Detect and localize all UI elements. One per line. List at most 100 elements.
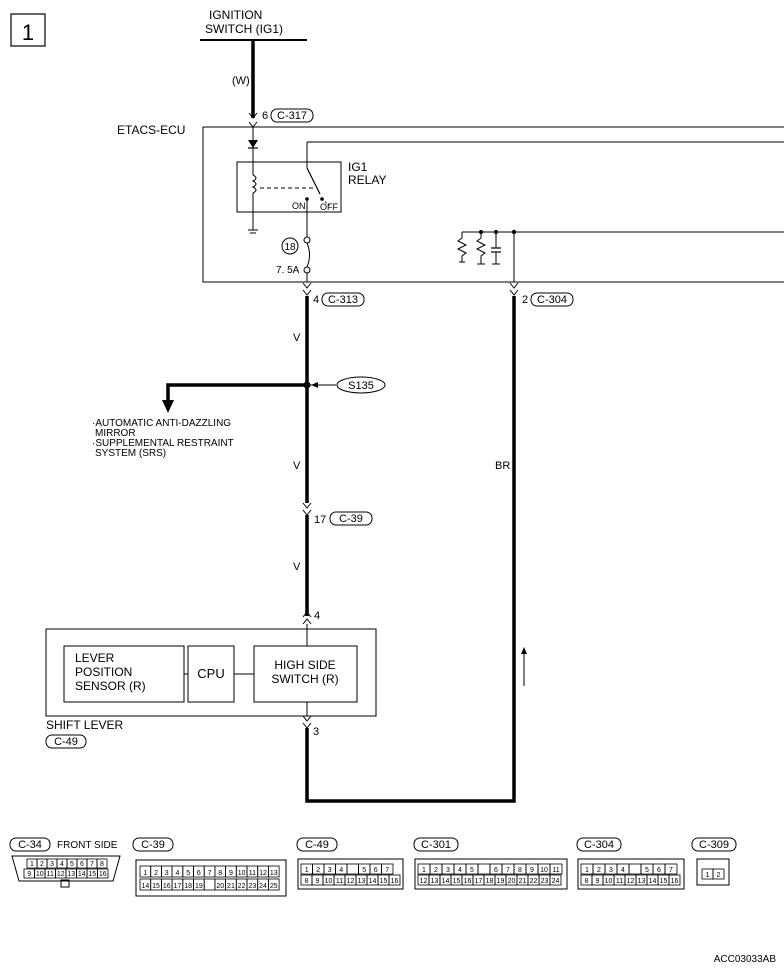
connector-pin-label: 9 xyxy=(530,867,534,874)
resistor-icon xyxy=(456,237,468,262)
c34-housing xyxy=(11,855,121,882)
connector-pin-label: 6 xyxy=(657,867,661,874)
connector-pin-label: 10 xyxy=(325,878,333,885)
connector-pin-cell xyxy=(712,868,725,880)
shift-out-pin: 3 xyxy=(313,726,319,738)
c304-view-name: C-304 xyxy=(584,839,614,851)
c39-pin: 17 xyxy=(314,514,326,526)
connector-pin-label: 18 xyxy=(486,878,494,885)
connector-pin-label: 8 xyxy=(218,870,222,877)
connector-pin-label: 3 xyxy=(446,867,450,874)
lever-sensor-l1: LEVER xyxy=(75,651,115,665)
connector-pin-label: 22 xyxy=(530,878,538,885)
connector-pin-label: 9 xyxy=(229,870,233,877)
wire-color-br: BR xyxy=(495,460,510,472)
c304-tag xyxy=(530,292,574,307)
connector-pin-label: 12 xyxy=(627,878,635,885)
connector-pin-cell xyxy=(549,874,562,886)
wire-color-v-2: V xyxy=(293,460,301,472)
connector-pin-label: 17 xyxy=(475,878,483,885)
c304-name: C-304 xyxy=(537,294,567,306)
connector-pin-label: 14 xyxy=(78,871,86,878)
c309-view-name: C-309 xyxy=(699,839,729,851)
high-side-l1: HIGH SIDE xyxy=(274,658,335,672)
connector-pin-label: 21 xyxy=(519,878,527,885)
c49-view-name: C-49 xyxy=(305,839,329,851)
connector-pin-label: 7 xyxy=(385,867,389,874)
connector-pin-label: 23 xyxy=(248,883,256,890)
connector-pin-label: 1 xyxy=(30,861,34,868)
connector-pin-label: 8 xyxy=(305,878,309,885)
connector-pin-label: 19 xyxy=(497,878,505,885)
ignition-switch-label-1: IGNITION xyxy=(209,8,262,22)
connector-pin-cell xyxy=(388,874,401,886)
connector-pin-label: 7 xyxy=(669,867,673,874)
c301-housing xyxy=(414,858,568,890)
splice-name: S135 xyxy=(348,380,374,392)
connector-pin-label: 6 xyxy=(494,867,498,874)
c313-name: C-313 xyxy=(328,294,358,306)
c34-name: C-34 xyxy=(18,839,42,851)
connector-pin-label: 17 xyxy=(174,883,182,890)
connector-pin-label: 11 xyxy=(249,870,256,877)
connector-pin-label: 10 xyxy=(605,878,613,885)
connector-pin-label: 19 xyxy=(195,883,203,890)
fuse-number-circle xyxy=(281,237,299,255)
connector-pin-cell xyxy=(96,858,108,869)
connector-pin-cell xyxy=(267,865,280,878)
connector-pin-label: 16 xyxy=(671,878,679,885)
connector-pin-label: 16 xyxy=(163,883,171,890)
shift-lever-label: SHIFT LEVER xyxy=(46,718,123,732)
shift-lever-connector-tag xyxy=(45,734,87,749)
c317-pin: 6 xyxy=(262,110,268,122)
lever-sensor-l3: SENSOR (R) xyxy=(75,679,146,693)
connector-pin-label: 14 xyxy=(442,878,450,885)
connector-pin-label: 6 xyxy=(80,861,84,868)
page-number: 1 xyxy=(22,20,34,45)
connector-pin-label: 9 xyxy=(316,878,320,885)
connector-pin-cell xyxy=(628,863,642,875)
connector-pin-label: 23 xyxy=(541,878,549,885)
etacs-label: ETACS-ECU xyxy=(117,123,185,137)
connector-pin-label: 14 xyxy=(649,878,657,885)
connector-pin-label: 3 xyxy=(165,870,169,877)
connector-pin-cell xyxy=(664,863,678,875)
figure-code: ACC03033AB xyxy=(714,954,777,965)
connector-pin-label: 1 xyxy=(585,867,589,874)
fuse-icon xyxy=(303,236,311,244)
wire-color-v-1: V xyxy=(293,332,301,344)
diode-icon xyxy=(248,140,258,148)
c317-name: C-317 xyxy=(277,110,307,122)
connector-pin-label: 10 xyxy=(36,871,44,878)
c39-view-name: C-39 xyxy=(141,839,165,851)
connector-pin-label: 2 xyxy=(40,861,44,868)
connector-pin-label: 12 xyxy=(57,871,65,878)
connector-pin-label: 3 xyxy=(609,867,613,874)
connector-pin-label: 2 xyxy=(717,872,721,879)
connector-pin-label: 8 xyxy=(518,867,522,874)
c39-housing xyxy=(135,859,287,897)
branch-target-3: ·SUPPLEMENTAL RESTRAINT xyxy=(92,438,234,449)
connector-pin-label: 2 xyxy=(434,867,438,874)
wire-color-w: (W) xyxy=(232,75,250,87)
c34-note: FRONT SIDE xyxy=(57,840,118,851)
connector-pin-label: 24 xyxy=(259,883,267,890)
relay-switch-icon xyxy=(306,167,321,195)
connector-pin-label: 24 xyxy=(552,878,560,885)
ignition-switch-label-2: SWITCH (IG1) xyxy=(205,22,283,36)
connector-pin-label: 7 xyxy=(208,870,212,877)
connector-pin-label: 5 xyxy=(470,867,474,874)
connector-pin-label: 2 xyxy=(154,870,158,877)
connector-pin-label: 9 xyxy=(27,871,31,878)
connector-pin-label: 15 xyxy=(660,878,668,885)
branch-target-4: SYSTEM (SRS) xyxy=(95,448,166,459)
ig1-relay-label-2: RELAY xyxy=(348,173,386,187)
high-side-switch-box xyxy=(253,645,358,703)
relay-on: ON xyxy=(292,201,306,211)
connector-pin-label: 12 xyxy=(420,878,428,885)
connector-pin-label: 25 xyxy=(270,883,278,890)
connector-pin-label: 7 xyxy=(506,867,510,874)
connector-pin-label: 11 xyxy=(616,878,623,885)
fuse-rating: 7. 5A xyxy=(276,265,300,276)
